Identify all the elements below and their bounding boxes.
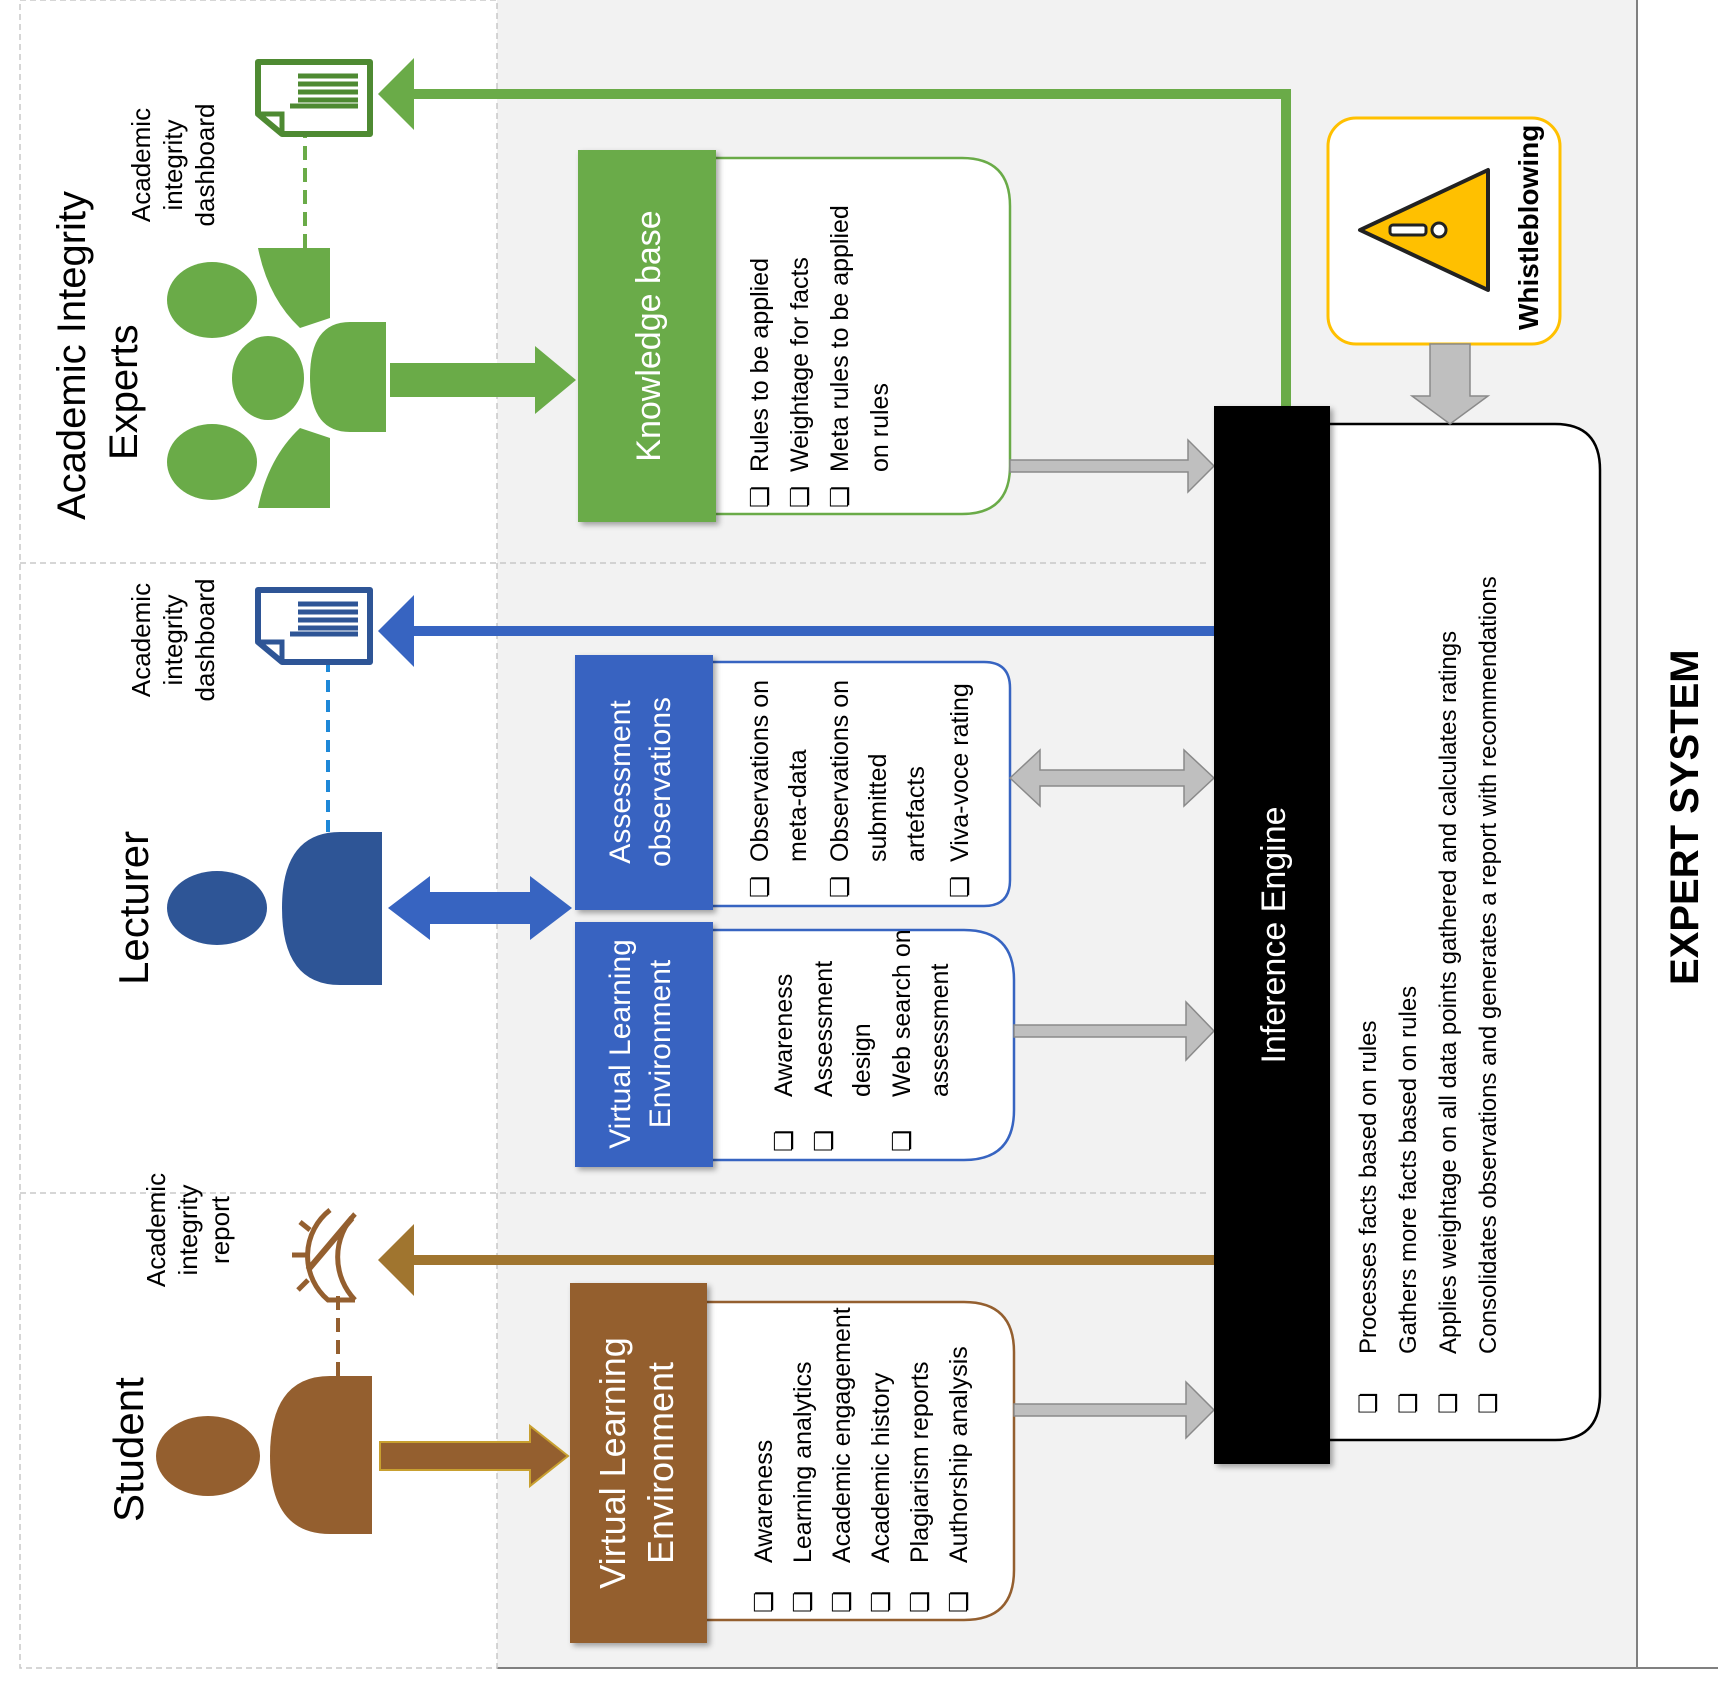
- engine-title: Inference Engine: [1255, 806, 1293, 1063]
- whistleblowing-label: Whistleblowing: [1513, 125, 1544, 330]
- student-vle-title-box: [570, 1283, 707, 1643]
- engine-item-1: ❏Processes facts based on rules: [1355, 1020, 1382, 1414]
- student-vle-to-engine-arrow: [1013, 1380, 1216, 1440]
- lecturer-vle-item-1: ❏Awareness: [770, 974, 798, 1152]
- lecturer-label: Lecturer: [110, 831, 157, 985]
- lecturer-vle-to-engine-arrow: [1013, 1000, 1216, 1062]
- assessment-items-box: [698, 660, 1012, 908]
- engine-item-4: ❏Consolidates observations and generates…: [1475, 576, 1502, 1414]
- whistleblowing-to-engine-arrow: [1409, 343, 1491, 425]
- lecturer-person-icon: [167, 832, 382, 985]
- student-vle-item-2: ❏Learning analytics: [789, 1361, 817, 1613]
- lecturer-feedback-arrowhead: [378, 595, 414, 667]
- student-vle-item-6: ❏Authorship analysis: [945, 1346, 973, 1613]
- student-person-icon: [156, 1376, 372, 1534]
- engine-item-2: ❏Gathers more facts based on rules: [1395, 986, 1422, 1414]
- engine-bar: [1214, 406, 1330, 1464]
- student-label: Student: [105, 1377, 152, 1522]
- student-vle-item-1: ❏Awareness: [750, 1440, 778, 1613]
- student-vle-item-4: ❏Academic history: [867, 1372, 895, 1613]
- experts-dashboard-icon: [255, 59, 373, 137]
- experts-dashboard-label: Academicintegritydashboard: [126, 104, 220, 227]
- student-feedback-arrowhead: [378, 1224, 414, 1296]
- kb-item-1: ❏Rules to be applied: [746, 258, 774, 508]
- kb-title-box: [578, 150, 716, 522]
- lecturer-assessment-double-arrow: [388, 876, 572, 940]
- experts-feedback-arrow: [412, 89, 1291, 406]
- kb-title: Knowledge base: [630, 210, 668, 461]
- warning-triangle-icon: [1358, 168, 1490, 292]
- assessment-item-3: ❏Viva-voce rating: [946, 683, 974, 898]
- lecturer-vle-items-box: [698, 928, 1016, 1162]
- actor-column: [19, 0, 498, 1669]
- lecturer-dashboard-icon: [255, 587, 373, 665]
- student-vle-item-5: ❏Plagiarism reports: [906, 1362, 934, 1613]
- experts-group-icon: [167, 248, 386, 508]
- experts-feedback-arrowhead: [378, 58, 414, 130]
- student-to-vle-arrow: [379, 1423, 570, 1489]
- student-vle-items-box: [698, 1300, 1016, 1622]
- gauge-icon: [292, 1208, 357, 1303]
- student-report-label: Academicintegrityreport: [141, 1173, 235, 1287]
- lecturer-dashboard-label: Academicintegritydashboard: [126, 579, 220, 702]
- kb-to-engine-arrow: [1009, 438, 1216, 494]
- lecturer-vle-title-box: [575, 922, 713, 1167]
- kb-item-2: ❏Weightage for facts: [786, 257, 814, 508]
- experts-to-kb-arrow: [390, 346, 576, 414]
- expert-system-title: EXPERT SYSTEM: [1663, 649, 1707, 985]
- assessment-title-box: [575, 655, 713, 910]
- student-vle-item-3: ❏Academic engagement: [828, 1307, 856, 1613]
- engine-item-3: ❏Applies weightage on all data points ga…: [1435, 631, 1462, 1414]
